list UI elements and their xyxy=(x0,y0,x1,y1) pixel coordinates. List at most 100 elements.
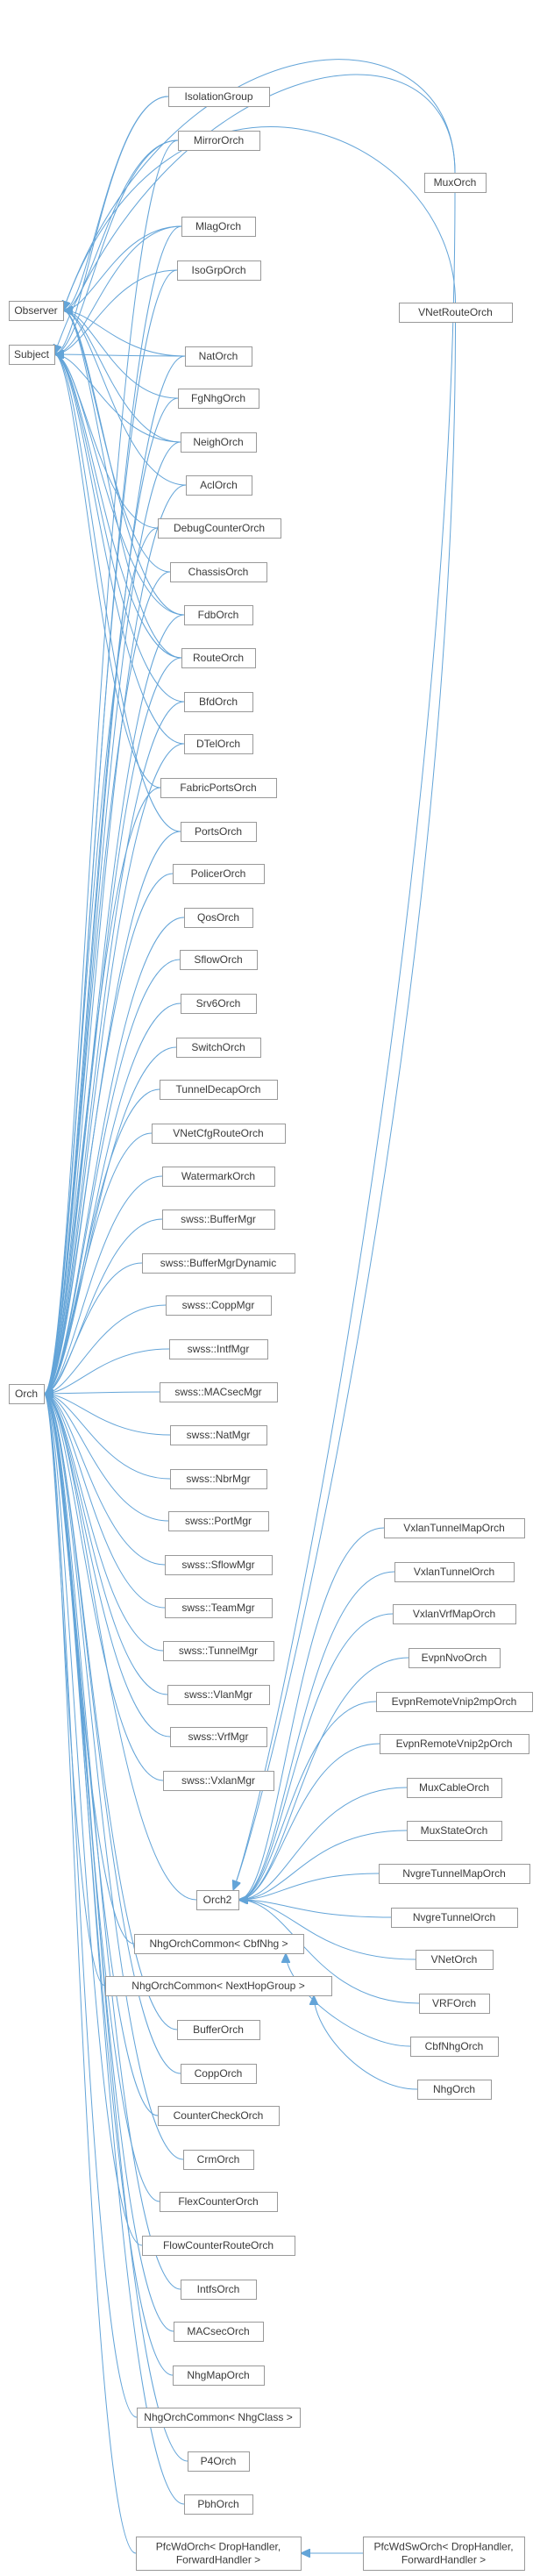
class-node-routeorch[interactable]: RouteOrch xyxy=(181,648,256,668)
class-node-intfsorch[interactable]: IntfsOrch xyxy=(181,2280,257,2300)
class-node-pfcwdsworch[interactable]: PfcWdSwOrch< DropHandler,ForwardHandler … xyxy=(363,2537,525,2571)
class-node-tunnelmgr[interactable]: swss::TunnelMgr xyxy=(163,1641,274,1661)
class-node-intfmgr[interactable]: swss::IntfMgr xyxy=(169,1339,268,1359)
class-node-macsecmgr[interactable]: swss::MACsecMgr xyxy=(160,1382,278,1402)
class-node-aclorch[interactable]: AclOrch xyxy=(186,475,252,496)
class-node-sflowmgr[interactable]: swss::SflowMgr xyxy=(165,1555,273,1575)
class-node-natorch[interactable]: NatOrch xyxy=(185,346,252,367)
class-node-teammgr[interactable]: swss::TeamMgr xyxy=(165,1598,273,1618)
class-node-portsorch[interactable]: PortsOrch xyxy=(181,822,257,842)
class-node-neighorch[interactable]: NeighOrch xyxy=(181,432,257,453)
class-box xyxy=(163,1771,274,1791)
class-node-nhgcbf[interactable]: NhgOrchCommon< CbfNhg > xyxy=(134,1934,304,1954)
class-node-sfloworch[interactable]: SflowOrch xyxy=(180,950,258,970)
class-node-crmorch[interactable]: CrmOrch xyxy=(183,2150,254,2170)
class-node-vnetrouteorch[interactable]: VNetRouteOrch xyxy=(399,303,513,323)
class-node-chassisorch[interactable]: ChassisOrch xyxy=(170,562,267,582)
class-node-buffermgrdynamic[interactable]: swss::BufferMgrDynamic xyxy=(142,1253,295,1274)
class-node-muxstateorch[interactable]: MuxStateOrch xyxy=(407,1821,502,1841)
class-node-switchorch[interactable]: SwitchOrch xyxy=(176,1038,261,1058)
class-node-orch[interactable]: Orch xyxy=(9,1384,45,1404)
class-node-mirrororch[interactable]: MirrorOrch xyxy=(178,131,260,151)
class-node-countercheckorch[interactable]: CounterCheckOrch xyxy=(158,2106,280,2126)
class-box xyxy=(165,1555,273,1575)
class-node-nvgretunnelmaporch[interactable]: NvgreTunnelMapOrch xyxy=(379,1864,530,1884)
class-label: NeighOrch xyxy=(193,436,243,448)
class-box xyxy=(181,2064,257,2084)
class-node-p4orch[interactable]: P4Orch xyxy=(188,2451,250,2472)
class-node-pfcwdorch[interactable]: PfcWdOrch< DropHandler,ForwardHandler > xyxy=(136,2537,302,2571)
class-node-bfdorch[interactable]: BfdOrch xyxy=(184,692,253,712)
class-node-vrfmgr[interactable]: swss::VrfMgr xyxy=(170,1727,267,1747)
class-node-debugcounterorch[interactable]: DebugCounterOrch xyxy=(158,518,281,539)
class-node-coppmgr[interactable]: swss::CoppMgr xyxy=(166,1295,272,1316)
class-node-isogrporch[interactable]: IsoGrpOrch xyxy=(177,260,261,281)
class-box xyxy=(170,1425,267,1445)
class-node-vxlanmgr[interactable]: swss::VxlanMgr xyxy=(163,1771,274,1791)
inheritance-edge-copporch-to-orch xyxy=(44,1394,181,2074)
class-node-mlagorch[interactable]: MlagOrch xyxy=(181,217,256,237)
class-node-cbfnhgorch[interactable]: CbfNhgOrch xyxy=(410,2037,499,2057)
inheritance-edge-nbrmgr-to-orch xyxy=(44,1394,171,1480)
class-box xyxy=(178,389,259,409)
class-node-dtelorch[interactable]: DTelOrch xyxy=(184,734,253,754)
class-node-portmgr[interactable]: swss::PortMgr xyxy=(168,1511,269,1531)
class-label: EvpnRemoteVnip2pOrch xyxy=(396,1738,513,1750)
class-node-vxlanvrfmaporch[interactable]: VxlanVrfMapOrch xyxy=(393,1604,516,1624)
class-node-copporch[interactable]: CoppOrch xyxy=(181,2064,257,2084)
class-node-fgnhgorch[interactable]: FgNhgOrch xyxy=(178,389,259,409)
class-label: VxlanTunnelOrch xyxy=(414,1566,494,1578)
class-label: EvpnNvoOrch xyxy=(422,1652,487,1664)
class-box xyxy=(142,2236,295,2256)
class-node-evpnnvoorch[interactable]: EvpnNvoOrch xyxy=(409,1648,501,1668)
class-node-vlanmgr[interactable]: swss::VlanMgr xyxy=(167,1685,270,1705)
class-node-nhgmaporch[interactable]: NhgMapOrch xyxy=(173,2365,265,2386)
class-node-srv6orch[interactable]: Srv6Orch xyxy=(181,994,257,1014)
class-node-nhgorch[interactable]: NhgOrch xyxy=(417,2080,492,2100)
class-node-observer[interactable]: Observer xyxy=(9,301,64,321)
inheritance-edge-mlagorch-to-subject xyxy=(54,225,182,354)
class-node-flexcounterorch[interactable]: FlexCounterOrch xyxy=(160,2192,278,2212)
class-node-buffermgr[interactable]: swss::BufferMgr xyxy=(162,1210,275,1230)
class-node-natmgr[interactable]: swss::NatMgr xyxy=(170,1425,267,1445)
inheritance-edge-routeorch-to-subject xyxy=(54,354,182,659)
class-box xyxy=(9,1384,45,1404)
class-box xyxy=(394,1562,515,1582)
class-node-fdborch[interactable]: FdbOrch xyxy=(184,605,253,625)
class-node-pbhorch[interactable]: PbhOrch xyxy=(184,2494,253,2515)
class-label: MirrorOrch xyxy=(194,134,244,146)
class-node-policerorch[interactable]: PolicerOrch xyxy=(173,864,265,884)
class-node-qosorch[interactable]: QosOrch xyxy=(184,908,253,928)
class-node-orch2[interactable]: Orch2 xyxy=(196,1890,239,1910)
class-node-vnetcfgrouteorch[interactable]: VNetCfgRouteOrch xyxy=(152,1124,286,1144)
class-label: FdbOrch xyxy=(198,609,239,621)
class-node-evpnremotevnip2mporch[interactable]: EvpnRemoteVnip2mpOrch xyxy=(376,1692,533,1712)
class-node-fabricportsorch[interactable]: FabricPortsOrch xyxy=(160,778,277,798)
class-label: VNetCfgRouteOrch xyxy=(173,1127,263,1139)
class-node-vrforch[interactable]: VRFOrch xyxy=(419,1994,490,2014)
class-box xyxy=(363,2537,525,2571)
class-node-vxlantunnelorch[interactable]: VxlanTunnelOrch xyxy=(394,1562,515,1582)
class-label: swss::BufferMgrDynamic xyxy=(160,1257,276,1269)
class-node-tunneldecaporch[interactable]: TunnelDecapOrch xyxy=(160,1080,278,1100)
class-label: swss::SflowMgr xyxy=(181,1559,254,1571)
class-node-nhgnexthop[interactable]: NhgOrchCommon< NextHopGroup > xyxy=(105,1976,332,1996)
class-node-nhgclass[interactable]: NhgOrchCommon< NhgClass > xyxy=(137,2408,301,2428)
class-node-evpnremotevnip2porch[interactable]: EvpnRemoteVnip2pOrch xyxy=(380,1734,529,1754)
class-node-macsecorch[interactable]: MACsecOrch xyxy=(174,2322,264,2342)
class-node-watermarkorch[interactable]: WatermarkOrch xyxy=(162,1167,275,1187)
inheritance-edge-mlagorch-to-observer xyxy=(63,225,182,310)
class-node-muxorch[interactable]: MuxOrch xyxy=(424,173,487,193)
class-box xyxy=(158,518,281,539)
class-node-flowcounterrouteorch[interactable]: FlowCounterRouteOrch xyxy=(142,2236,295,2256)
class-label: VxlanVrfMapOrch xyxy=(413,1608,495,1620)
class-node-isolationgroup[interactable]: IsolationGroup xyxy=(168,87,270,107)
class-node-vxlantunnelmaporch[interactable]: VxlanTunnelMapOrch xyxy=(384,1518,525,1538)
class-node-nvgretunnelorch[interactable]: NvgreTunnelOrch xyxy=(391,1908,518,1928)
class-node-vnetorch[interactable]: VNetOrch xyxy=(416,1950,494,1970)
inheritance-edge-vrfmgr-to-orch xyxy=(44,1394,171,1738)
class-node-bufferorch[interactable]: BufferOrch xyxy=(177,2020,260,2040)
class-node-subject[interactable]: Subject xyxy=(9,345,55,365)
class-node-nbrmgr[interactable]: swss::NbrMgr xyxy=(170,1469,267,1489)
class-node-muxcableorch[interactable]: MuxCableOrch xyxy=(407,1778,502,1798)
